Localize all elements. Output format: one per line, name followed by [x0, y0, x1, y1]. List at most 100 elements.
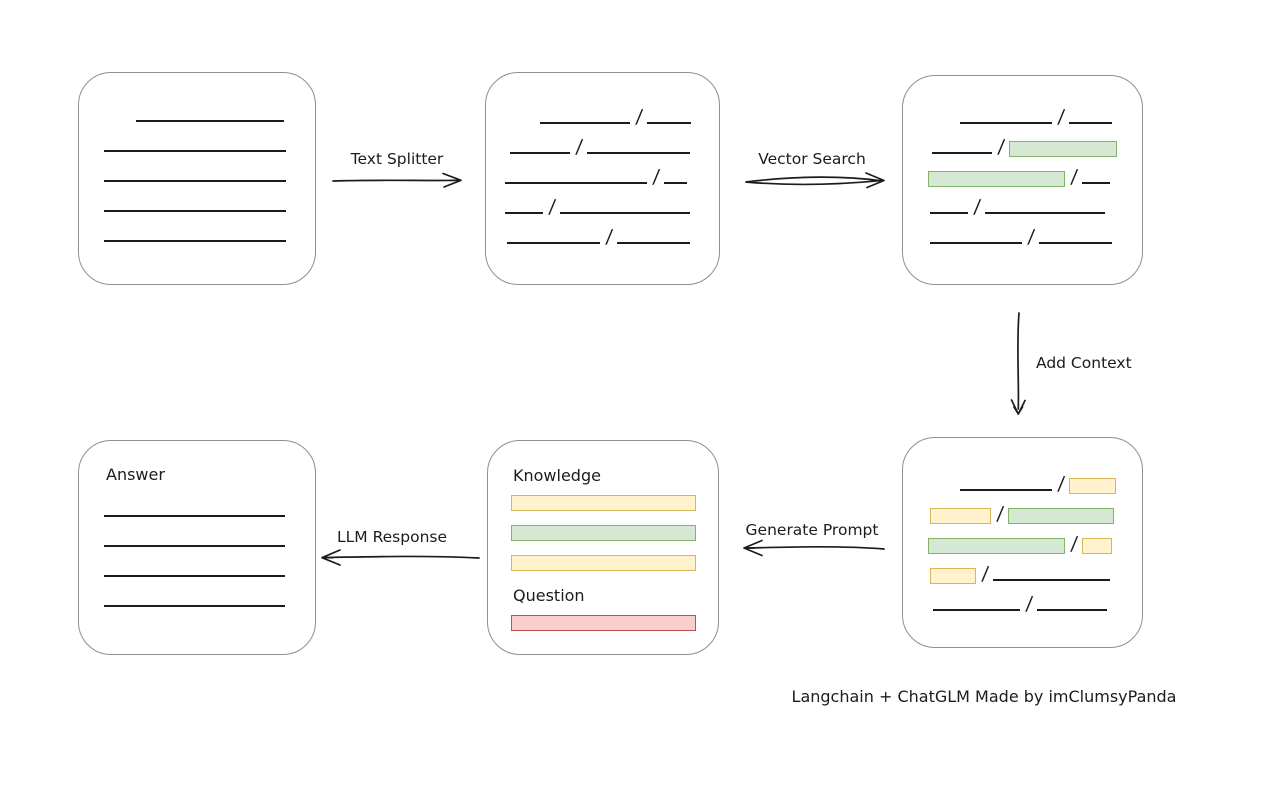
text-row: /	[928, 218, 1117, 248]
text-line	[933, 609, 1020, 611]
text-row	[104, 216, 286, 246]
slash-separator: /	[1024, 593, 1034, 615]
text-line	[136, 120, 284, 122]
text-row: /	[505, 158, 691, 188]
text-line	[505, 182, 647, 184]
vector-matched-chunks-box: / / / / /	[902, 75, 1143, 285]
slash-separator: /	[1026, 226, 1036, 248]
text-line	[617, 242, 691, 244]
text-line	[104, 515, 285, 517]
text-row: /	[928, 128, 1118, 158]
spacer	[928, 127, 960, 128]
prompt-box: Knowledge Question	[487, 440, 719, 655]
text-splitter-arrow	[332, 179, 457, 182]
text-row	[104, 156, 286, 186]
spacer	[928, 494, 960, 495]
text-line	[505, 212, 543, 214]
slash-separator: /	[634, 106, 644, 128]
slash-separator: /	[1069, 533, 1079, 555]
text-row: /	[928, 555, 1116, 585]
credit-text: Langchain + ChatGLM Made by imClumsyPand…	[791, 687, 1177, 706]
text-line	[104, 150, 286, 152]
slash-separator: /	[996, 136, 1006, 158]
green-chunk-bar	[1008, 508, 1115, 524]
text-row: /	[928, 495, 1116, 525]
spacer	[505, 127, 540, 128]
answer-lines	[104, 491, 285, 611]
text-line	[540, 122, 630, 124]
text-line	[587, 152, 691, 154]
text-row	[104, 186, 286, 216]
slash-separator: /	[1069, 166, 1079, 188]
add-context-arrow	[1017, 312, 1020, 410]
spacer	[928, 157, 932, 158]
text-row: /	[928, 465, 1117, 495]
llm-response-label: LLM Response	[336, 528, 448, 546]
text-row: /	[928, 525, 1116, 555]
yellow-chunk-bar	[930, 508, 991, 524]
text-row	[104, 96, 286, 126]
context-chunks-box: / / / / /	[902, 437, 1143, 648]
text-line	[507, 242, 600, 244]
text-row: /	[505, 98, 692, 128]
text-row	[104, 126, 286, 156]
answer-heading: Answer	[106, 465, 165, 484]
llm-response-arrowhead-icon	[321, 549, 341, 566]
knowledge-heading: Knowledge	[513, 466, 601, 485]
slash-separator: /	[995, 503, 1005, 525]
text-line	[104, 575, 285, 577]
slash-separator: /	[574, 136, 584, 158]
yellow-chunk-bar	[930, 568, 976, 584]
slash-separator: /	[972, 196, 982, 218]
generate-prompt-arrowhead-icon	[743, 539, 763, 557]
vector-search-label: Vector Search	[758, 150, 866, 168]
knowledge-chunk-bar	[511, 495, 696, 511]
spacer	[928, 217, 930, 218]
green-chunk-bar	[928, 538, 1065, 554]
add-context-label: Add Context	[1036, 354, 1132, 372]
slash-separator: /	[1056, 473, 1066, 495]
spacer	[928, 524, 930, 525]
green-chunk-bar	[928, 171, 1065, 187]
slash-separator: /	[651, 166, 661, 188]
slash-separator: /	[604, 226, 614, 248]
text-row: /	[928, 188, 1117, 218]
matched-chunk-lines: / / / / /	[928, 98, 1118, 248]
text-line	[993, 579, 1111, 581]
green-chunk-bar	[1009, 141, 1118, 157]
text-line	[104, 240, 286, 242]
spacer	[928, 614, 933, 615]
text-line	[960, 489, 1052, 491]
generate-prompt-arrow	[747, 545, 885, 550]
spacer	[104, 125, 136, 126]
text-line	[104, 180, 286, 182]
llm-response-arrow	[325, 555, 480, 559]
split-chunks-box: /////	[485, 72, 720, 285]
text-row: /	[505, 188, 691, 218]
knowledge-chunk-bar	[511, 525, 696, 541]
text-line	[560, 212, 691, 214]
text-line	[932, 152, 992, 154]
split-chunk-lines: /////	[505, 98, 692, 248]
text-line	[930, 212, 968, 214]
text-row: /	[928, 98, 1117, 128]
slash-separator: /	[980, 563, 990, 585]
text-line	[1069, 122, 1113, 124]
vector-search-arrowhead-icon	[865, 172, 885, 189]
text-line	[104, 545, 285, 547]
spacer	[505, 247, 507, 248]
text-splitter-label: Text Splitter	[350, 150, 444, 168]
answer-box: Answer	[78, 440, 316, 655]
text-row	[104, 521, 285, 551]
text-line	[104, 605, 285, 607]
text-row: /	[928, 158, 1117, 188]
yellow-chunk-bar	[1069, 478, 1117, 494]
text-row	[104, 491, 285, 521]
knowledge-chunk-bar	[511, 555, 696, 571]
text-row: /	[505, 128, 691, 158]
text-line	[930, 242, 1022, 244]
text-line	[1037, 609, 1108, 611]
text-line	[1039, 242, 1113, 244]
text-line	[1082, 182, 1111, 184]
